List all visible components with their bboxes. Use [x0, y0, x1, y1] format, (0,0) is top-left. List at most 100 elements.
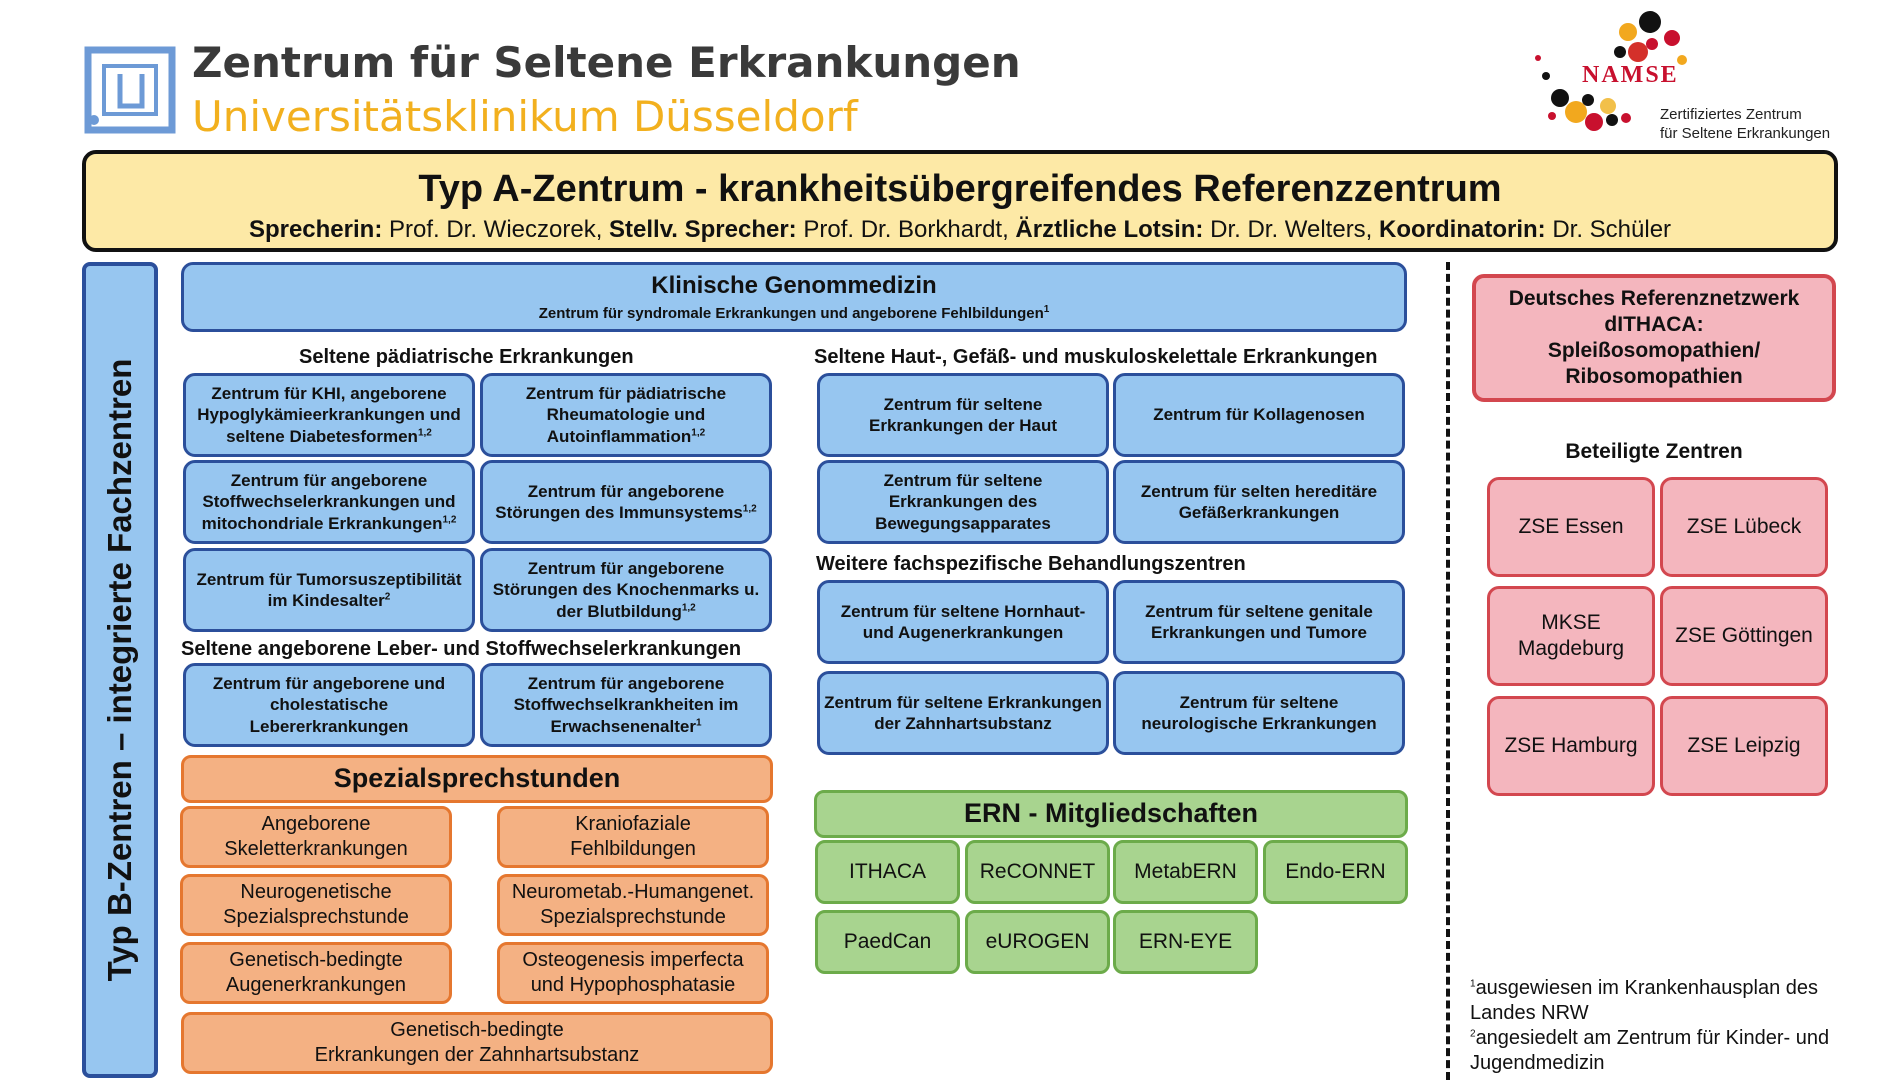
- beteiligte-item-line: ZSE Leipzig: [1687, 733, 1801, 757]
- typ-b-label: Typ B-Zentren – integrierte Fachzentren: [101, 358, 138, 982]
- role-name: Dr. Dr. Welters,: [1203, 216, 1380, 243]
- footnote-1: 1ausgewiesen im Krankenhausplan des: [1470, 977, 1819, 999]
- spezial-item-line: Genetisch-bedingte: [229, 949, 403, 971]
- beteiligte-item: ZSE Essen: [1487, 477, 1655, 577]
- genom-box: Klinische Genommedizin Zentrum für syndr…: [181, 262, 1407, 332]
- paed-center-box-line: Zentrum für pädiatrische: [525, 384, 727, 404]
- footnotes: 1ausgewiesen im Krankenhausplan des Land…: [1470, 976, 1880, 1076]
- org-name-line2: Universitätsklinikum Düsseldorf: [192, 92, 858, 141]
- ern-item: eUROGEN: [965, 910, 1110, 974]
- ern-title: ERN - Mitgliedschaften: [963, 798, 1259, 829]
- spezial-title-box: Spezialsprechstunden: [181, 755, 773, 803]
- spezial-item-line: Osteogenesis imperfecta: [522, 949, 744, 971]
- haut-center-box-line: Zentrum für seltene: [883, 471, 1043, 491]
- ern-item-line: ReCONNET: [979, 859, 1096, 883]
- referenz-line: dITHACA:: [1604, 312, 1704, 336]
- role-name: Prof. Dr. Borkhardt,: [796, 216, 1016, 243]
- ern-title-box: ERN - Mitgliedschaften: [814, 790, 1408, 838]
- haut-center-box-line: Zentrum für seltene: [883, 394, 1043, 414]
- spezial-item-line: Kraniofaziale: [575, 813, 691, 835]
- footnote-marker: 1,2: [681, 601, 696, 613]
- role-name: Prof. Dr. Wieczorek,: [382, 216, 610, 243]
- org-name-line1: Zentrum für Seltene Erkrankungen: [192, 38, 1021, 87]
- spezial-item: Neurometab.-Humangenet.Spezialsprechstun…: [497, 874, 769, 936]
- footnote-marker: 1,2: [417, 426, 432, 438]
- paed-center-box-line: Hypoglykämieerkrankungen und: [197, 405, 461, 425]
- spezial-item-line: Augenerkrankungen: [225, 974, 407, 996]
- ern-item: ERN-EYE: [1113, 910, 1258, 974]
- weitere-center-box-line: Zentrum für seltene Hornhaut-: [840, 601, 1086, 621]
- referenz-line: Ribosomopathien: [1565, 365, 1743, 389]
- paed-center-box-line: Stoffwechselerkrankungen und: [202, 492, 456, 512]
- leber-center-box-line: Zentrum für angeborene und: [212, 674, 446, 694]
- ern-item: Endo-ERN: [1263, 840, 1408, 904]
- role-label: Stellv. Sprecher:: [609, 216, 797, 243]
- ern-item-line: MetabERN: [1134, 859, 1237, 883]
- beteiligte-item-line: ZSE Hamburg: [1504, 733, 1638, 757]
- spezial-item-line: Angeborene: [261, 813, 371, 835]
- paed-center-box-line: Zentrum für angeborene: [527, 481, 725, 501]
- ukd-logo-icon: [84, 46, 176, 134]
- weitere-center-box-line: und Augenerkrankungen: [862, 623, 1064, 642]
- paed-center-box-line: mitochondriale Erkrankungen1,2: [201, 513, 457, 533]
- haut-center-box-line: Zentrum für Kollagenosen: [1153, 405, 1365, 425]
- beteiligte-item-line: ZSE Göttingen: [1675, 623, 1813, 647]
- typ-b-bar: Typ B-Zentren – integrierte Fachzentren: [82, 262, 158, 1078]
- weitere-center-box-line: neurologische Erkrankungen: [1141, 714, 1377, 733]
- footnote-2: 2angesiedelt am Zentrum für Kinder- und: [1470, 1027, 1830, 1049]
- footnote-2-cont: Jugendmedizin: [1470, 1052, 1605, 1074]
- paed-center-box-line: Zentrum für angeborene: [230, 471, 428, 491]
- beteiligte-item: ZSE Hamburg: [1487, 696, 1655, 796]
- paed-center-box-line: Rheumatologie und: [546, 405, 706, 425]
- namse-logo-icon: [1532, 8, 1712, 138]
- ern-item: MetabERN: [1113, 840, 1258, 904]
- haut-center-box-line: Zentrum für selten hereditäre: [1140, 481, 1378, 501]
- section-paed: Seltene pädiatrische Erkrankungen: [299, 346, 634, 368]
- spezial-item-line: und Hypophosphatasie: [530, 974, 736, 996]
- beteiligte-item: ZSE Leipzig: [1660, 696, 1828, 796]
- paed-center-box-line: im Kindesalter2: [267, 591, 391, 610]
- ern-item-line: eUROGEN: [985, 929, 1090, 953]
- typ-a-banner: Typ A-Zentrum - krankheitsübergreifendes…: [82, 150, 1838, 252]
- weitere-center-box: Zentrum für seltene Hornhaut-und Augener…: [817, 580, 1109, 664]
- beteiligte-item-line: Magdeburg: [1517, 637, 1625, 660]
- section-haut: Seltene Haut-, Gefäß- und muskuloskelett…: [814, 346, 1378, 368]
- paed-center-box-line: Störungen des Immunsystems1,2: [495, 503, 757, 522]
- spezial-title: Spezialsprechstunden: [333, 763, 621, 794]
- role-label: Sprecherin:: [248, 216, 383, 243]
- spezial-item-line: Neurometab.-Humangenet.: [511, 881, 755, 903]
- ern-item-line: Endo-ERN: [1285, 859, 1386, 883]
- leber-center-box-line: Stoffwechselkrankheiten im: [513, 695, 739, 715]
- paed-center-box-line: Störungen des Knochenmarks u.: [492, 580, 760, 600]
- role-label: Koordinatorin:: [1379, 216, 1546, 243]
- genom-title: Klinische Genommedizin: [651, 271, 937, 299]
- haut-center-box-line: Bewegungsapparates: [875, 513, 1051, 533]
- weitere-center-box-line: Zentrum für seltene: [1179, 692, 1339, 712]
- dashed-divider: [1446, 262, 1450, 1080]
- namse-sub2: für Seltene Erkrankungen: [1660, 125, 1831, 142]
- spezial-item-line: Neurogenetische: [240, 881, 392, 903]
- namse-label: NAMSE: [1582, 62, 1679, 88]
- footnote-marker: 1: [695, 716, 702, 728]
- footnote-marker: 2: [384, 591, 391, 603]
- beteiligte-item-line: ZSE Essen: [1518, 514, 1624, 538]
- leber-center-box-line: Erwachsenenalter1: [550, 716, 702, 736]
- spezial-item-line: Fehlbildungen: [570, 838, 696, 860]
- typ-a-roles: Sprecherin: Prof. Dr. Wieczorek, Stellv.…: [86, 216, 1834, 244]
- beteiligte-item-line: MKSE: [1541, 610, 1601, 634]
